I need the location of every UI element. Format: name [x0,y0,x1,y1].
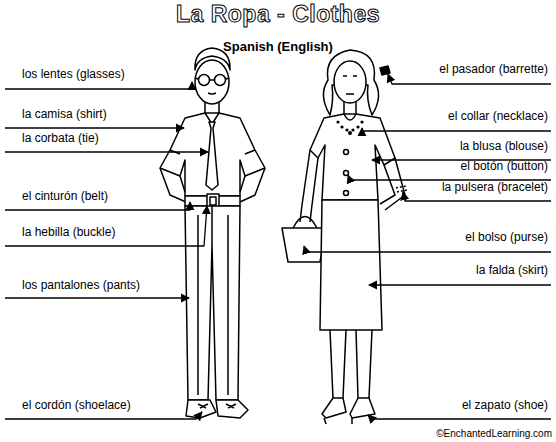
page-title: La Ropa - Clothes [176,1,380,27]
part-label: los lentes (glasses) [22,67,125,81]
part-label: la pulsera (bracelet) [442,180,548,194]
part-label: el cinturón (belt) [22,189,108,203]
subtitle: Spanish (English) [223,40,333,54]
leader-lines [5,74,551,419]
part-label: el collar (necklace) [448,109,548,123]
part-label: el zapato (shoe) [462,398,548,412]
man-figure [160,48,265,418]
part-label: la hebilla (buckle) [22,225,115,239]
part-label: el botón (button) [461,159,548,173]
part-label: la blusa (blouse) [460,139,548,153]
part-label: el pasador (barrette) [439,62,548,76]
part-label: los pantalones (pants) [22,278,140,292]
part-label: la camisa (shirt) [22,107,107,121]
part-label: el cordón (shoelace) [22,398,131,412]
woman-figure [282,50,407,424]
part-label: el bolso (purse) [465,230,548,244]
part-label: la corbata (tie) [22,131,99,145]
copyright-note: ©EnchantedLearning.com [436,427,552,441]
part-label: la falda (skirt) [476,263,548,277]
